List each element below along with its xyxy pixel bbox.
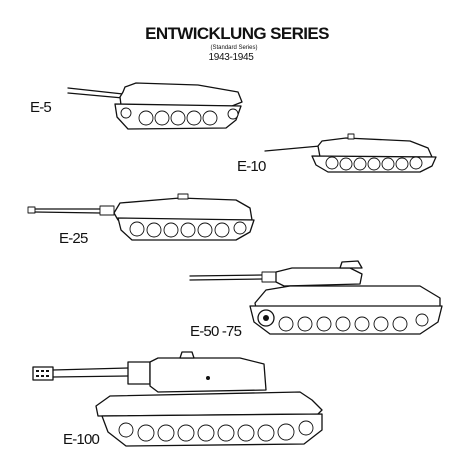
gun-barrel xyxy=(189,274,263,277)
tank-e100: E-100 xyxy=(32,351,323,448)
cupola xyxy=(339,260,363,269)
gun-barrel xyxy=(264,145,321,152)
muzzle-brake xyxy=(27,206,36,214)
hull xyxy=(254,285,441,309)
tank-label-e10: E-10 xyxy=(237,158,266,175)
muzzle-brake xyxy=(32,366,54,381)
cupola xyxy=(347,133,355,140)
gun-barrel-lower xyxy=(52,375,129,378)
gun-barrel-lower xyxy=(34,211,101,214)
turret xyxy=(275,267,363,287)
tank-label-e50-e75: E-50 -75 xyxy=(190,323,242,340)
page-title: ENTWICKLUNG SERIES xyxy=(145,24,329,43)
gun-barrel-lower xyxy=(189,278,263,281)
sprocket-hub xyxy=(263,315,269,321)
tank-e10: E-10 xyxy=(237,133,437,175)
pistol-port xyxy=(206,376,210,380)
road-wheels xyxy=(120,107,239,126)
year-range: 1943-1945 xyxy=(208,52,254,63)
superstructure xyxy=(317,137,433,158)
muzzle-brake-vents xyxy=(36,370,49,377)
road-wheels xyxy=(129,221,247,238)
tank-e50-e75: E-50 -75 xyxy=(189,260,443,340)
gun-barrel-lower xyxy=(67,92,124,99)
tank-e25: E-25 xyxy=(27,193,255,247)
road-wheels xyxy=(325,156,423,171)
tank-label-e100: E-100 xyxy=(63,431,99,448)
page-subtitle: (Standard Series) xyxy=(210,45,257,51)
tank-label-e25: E-25 xyxy=(59,230,88,247)
gun-barrel xyxy=(67,87,124,95)
tank-label-e5: E-5 xyxy=(30,99,51,116)
tank-e5: E-5 xyxy=(30,82,243,130)
gun-mantlet xyxy=(261,271,277,283)
hull xyxy=(95,391,323,417)
turret xyxy=(149,357,267,393)
gun-mantlet xyxy=(127,361,151,385)
gun-barrel xyxy=(52,367,129,371)
superstructure xyxy=(119,82,243,107)
cupola xyxy=(179,351,195,359)
superstructure xyxy=(113,197,253,221)
road-wheels xyxy=(278,313,429,332)
road-wheels xyxy=(118,420,314,442)
cupola xyxy=(177,193,189,200)
gun-mantlet xyxy=(99,205,115,216)
